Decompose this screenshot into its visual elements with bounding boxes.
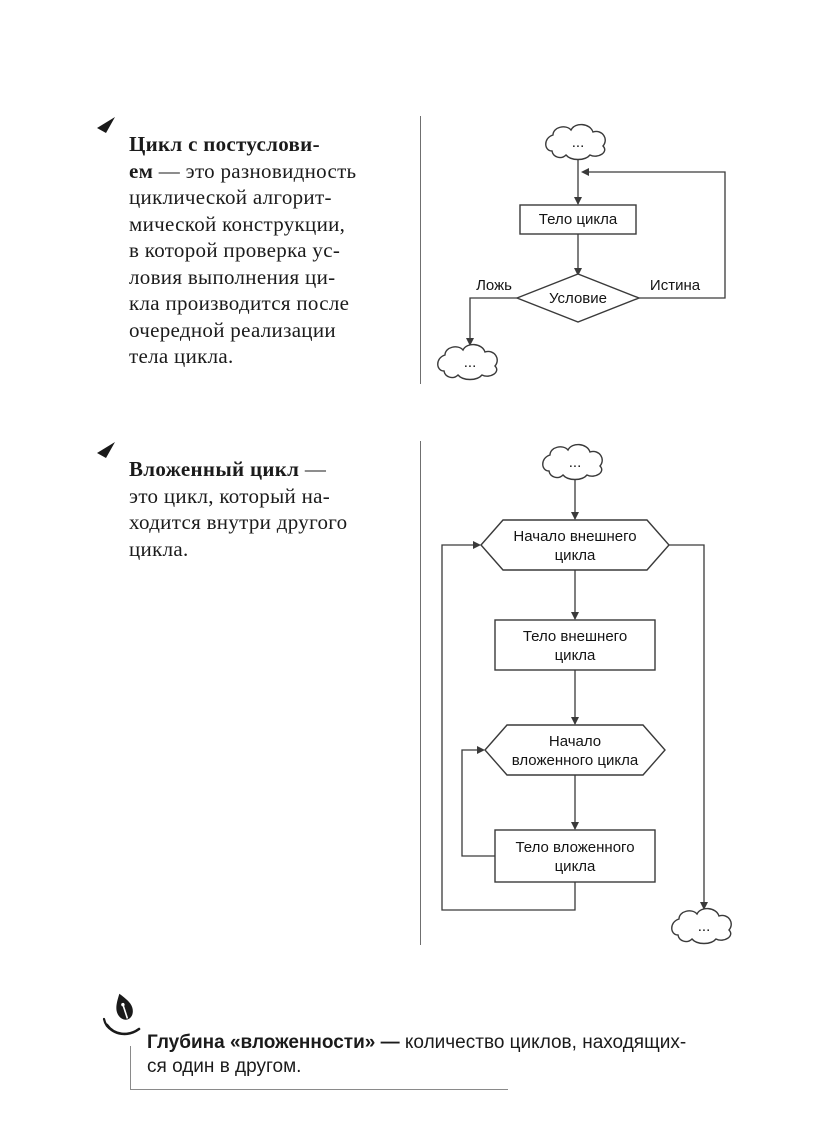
definition-marker-icon xyxy=(97,442,115,458)
arrowhead-down-icon xyxy=(571,822,579,830)
inner-loop-body-line1: Тело вложенного xyxy=(515,839,634,856)
pen-nib-icon xyxy=(102,993,141,1036)
arrowhead-down-icon xyxy=(571,612,579,620)
exit-line xyxy=(669,544,705,903)
definition-term: Вложенный цикл xyxy=(129,457,300,481)
note-depth-of-nesting: Глубина «вложенности» — количество цикло… xyxy=(147,1031,753,1079)
inner-loop-header-line2: вложенного цикла xyxy=(512,752,639,769)
arrowhead-down-icon xyxy=(571,512,579,520)
loop-body-box xyxy=(519,204,637,235)
end-cloud-label: ... xyxy=(698,918,711,935)
start-cloud-shape xyxy=(542,443,603,481)
definition-nested-loop: Вложенный цикл — это цикл, который на- х… xyxy=(129,456,421,562)
outer-loop-header-line1: Начало внешнего xyxy=(513,528,636,545)
false-exit-line xyxy=(469,297,517,339)
note-corner-rule-horizontal xyxy=(130,1089,508,1090)
inner-loop-body-box xyxy=(494,829,656,883)
condition-diamond xyxy=(515,273,641,323)
start-cloud-label: ... xyxy=(569,454,582,471)
arrowhead-down-icon xyxy=(574,197,582,205)
outer-loop-back-line xyxy=(441,544,576,911)
outer-loop-body-line2: цикла xyxy=(555,647,596,664)
end-cloud-shape xyxy=(671,907,732,945)
outer-loop-header-line2: цикла xyxy=(555,547,596,564)
true-branch-label: Истина xyxy=(650,277,701,294)
definition-postcondition: Цикл с постуслови- ем — это разновидност… xyxy=(129,131,421,370)
inner-loop-back-line xyxy=(461,749,495,857)
arrowhead-left-icon xyxy=(581,168,589,176)
loop-body-label: Тело цикла xyxy=(539,211,618,228)
start-cloud-shape xyxy=(545,123,606,161)
definition-marker-icon xyxy=(97,117,115,133)
definition-body: — это разновидность циклической алгорит-… xyxy=(129,158,357,369)
arrowhead-down-icon xyxy=(574,268,582,276)
start-cloud-label: ... xyxy=(572,134,585,151)
column-divider xyxy=(420,116,421,384)
flowchart-nested-loop: ... Начало внешнего цикла Тело внешнего … xyxy=(441,443,732,945)
outer-loop-header-hexagon xyxy=(480,519,670,571)
inner-loop-header-hexagon xyxy=(484,724,666,776)
arrowhead-right-icon xyxy=(477,746,485,754)
note-corner-rule-vertical xyxy=(130,1046,131,1089)
arrowhead-right-icon xyxy=(473,541,481,549)
end-cloud-shape xyxy=(437,343,498,381)
inner-loop-body-line2: цикла xyxy=(555,858,596,875)
note-term: Глубина «вложенности» — xyxy=(147,1032,400,1053)
arrowhead-down-icon xyxy=(571,717,579,725)
end-cloud-label: ... xyxy=(464,354,477,371)
false-branch-label: Ложь xyxy=(476,277,512,294)
column-divider xyxy=(420,441,421,945)
outer-loop-body-box xyxy=(494,619,656,671)
flowchart-postcondition-loop: ... Тело цикла Условие Ложь Истина ... xyxy=(437,123,726,381)
definition-term: Цикл с постуслови- ем xyxy=(129,132,320,183)
definition-body: — это цикл, который на- ходится внутри д… xyxy=(129,457,348,561)
inner-loop-header-line1: Начало xyxy=(549,733,601,750)
true-feedback-line xyxy=(588,171,726,299)
arrowhead-down-icon xyxy=(466,338,474,346)
outer-loop-body-line1: Тело внешнего xyxy=(523,628,627,645)
arrowhead-down-icon xyxy=(700,902,708,910)
note-body: количество циклов, находящих- ся один в … xyxy=(147,1032,687,1077)
condition-label: Условие xyxy=(549,290,607,307)
